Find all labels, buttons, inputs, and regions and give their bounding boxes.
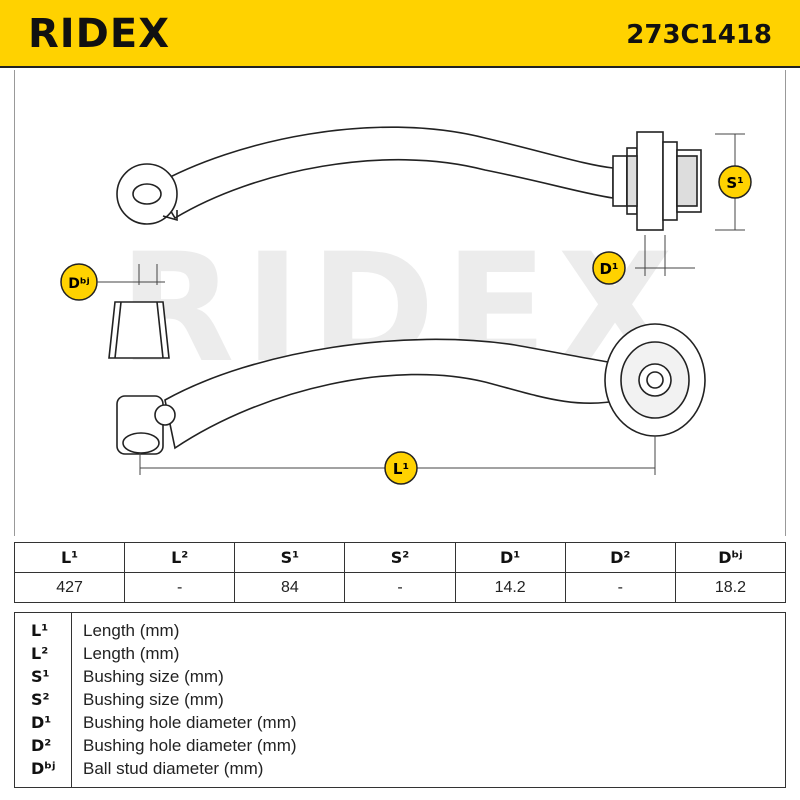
- legend-row: S² Bushing size (mm): [15, 688, 785, 711]
- l1-badge: [384, 451, 418, 485]
- legend-row: D¹ Bushing hole diameter (mm): [15, 711, 785, 734]
- legend-row: D² Bushing hole diameter (mm): [15, 734, 785, 757]
- header-bar: RIDEX 273C1418: [0, 0, 800, 68]
- header-l1: L¹: [13, 542, 126, 573]
- legend-description: Bushing hole diameter (mm): [83, 713, 297, 732]
- part-number: 273C1418: [626, 20, 772, 50]
- legend-symbol: L²: [31, 644, 49, 663]
- legend-description: Length (mm): [83, 644, 180, 663]
- legend-row: S¹ Bushing size (mm): [15, 665, 785, 688]
- legend-divider: [71, 613, 72, 787]
- value-d1: 14.2: [454, 572, 566, 603]
- spec-table: L¹ L² S¹ S² D¹ D² Dᵇʲ 427 - 84 - 14.2 - …: [13, 542, 787, 603]
- header-l2: L²: [124, 542, 236, 573]
- s1-badge: [718, 165, 752, 199]
- legend-description: Length (mm): [83, 621, 180, 640]
- legend-symbol: Dᵇʲ: [31, 759, 56, 778]
- header-s2: S²: [344, 542, 456, 573]
- legend-symbol: L¹: [31, 621, 49, 640]
- legend-symbol: S²: [31, 690, 50, 709]
- header-d1: D¹: [454, 542, 566, 573]
- legend-symbol: D¹: [31, 713, 52, 732]
- s1-label: S¹: [726, 174, 743, 192]
- d1-badge: [592, 251, 626, 285]
- value-s2: -: [344, 572, 456, 603]
- legend-row: Dᵇʲ Ball stud diameter (mm): [15, 757, 785, 780]
- value-dbj: 18.2: [674, 572, 787, 603]
- legend-symbol: D²: [31, 736, 52, 755]
- dbj-label: Dᵇʲ: [68, 276, 89, 292]
- control-arm-drawing: RIDEX: [60, 126, 752, 485]
- ball-stud-taper: [97, 281, 170, 359]
- value-l1: 427: [13, 572, 126, 603]
- legend-description: Bushing hole diameter (mm): [83, 736, 297, 755]
- legend-symbol: S¹: [31, 667, 50, 686]
- d1-label: D¹: [599, 260, 618, 278]
- l1-label: L¹: [393, 460, 409, 478]
- legend-description: Bushing size (mm): [83, 667, 224, 686]
- header-d2: D²: [564, 542, 676, 573]
- arm-side-view: [116, 323, 706, 455]
- legend-description: Bushing size (mm): [83, 690, 224, 709]
- legend-row: L² Length (mm): [15, 642, 785, 665]
- header-dbj: Dᵇʲ: [674, 542, 787, 573]
- arm-top-view: [116, 126, 702, 231]
- legend-description: Ball stud diameter (mm): [83, 759, 264, 778]
- value-l2: -: [124, 572, 236, 603]
- spec-value-row: 427 - 84 - 14.2 - 18.2: [13, 572, 787, 603]
- header-s1: S¹: [234, 542, 346, 573]
- spec-header-row: L¹ L² S¹ S² D¹ D² Dᵇʲ: [13, 542, 787, 573]
- legend-row: L¹ Length (mm): [15, 619, 785, 642]
- brand-logo: RIDEX: [28, 11, 171, 57]
- value-d2: -: [564, 572, 676, 603]
- technical-drawing: RIDEX: [14, 70, 786, 536]
- value-s1: 84: [234, 572, 346, 603]
- legend-box: L¹ Length (mm) L² Length (mm) S¹ Bushing…: [14, 612, 786, 788]
